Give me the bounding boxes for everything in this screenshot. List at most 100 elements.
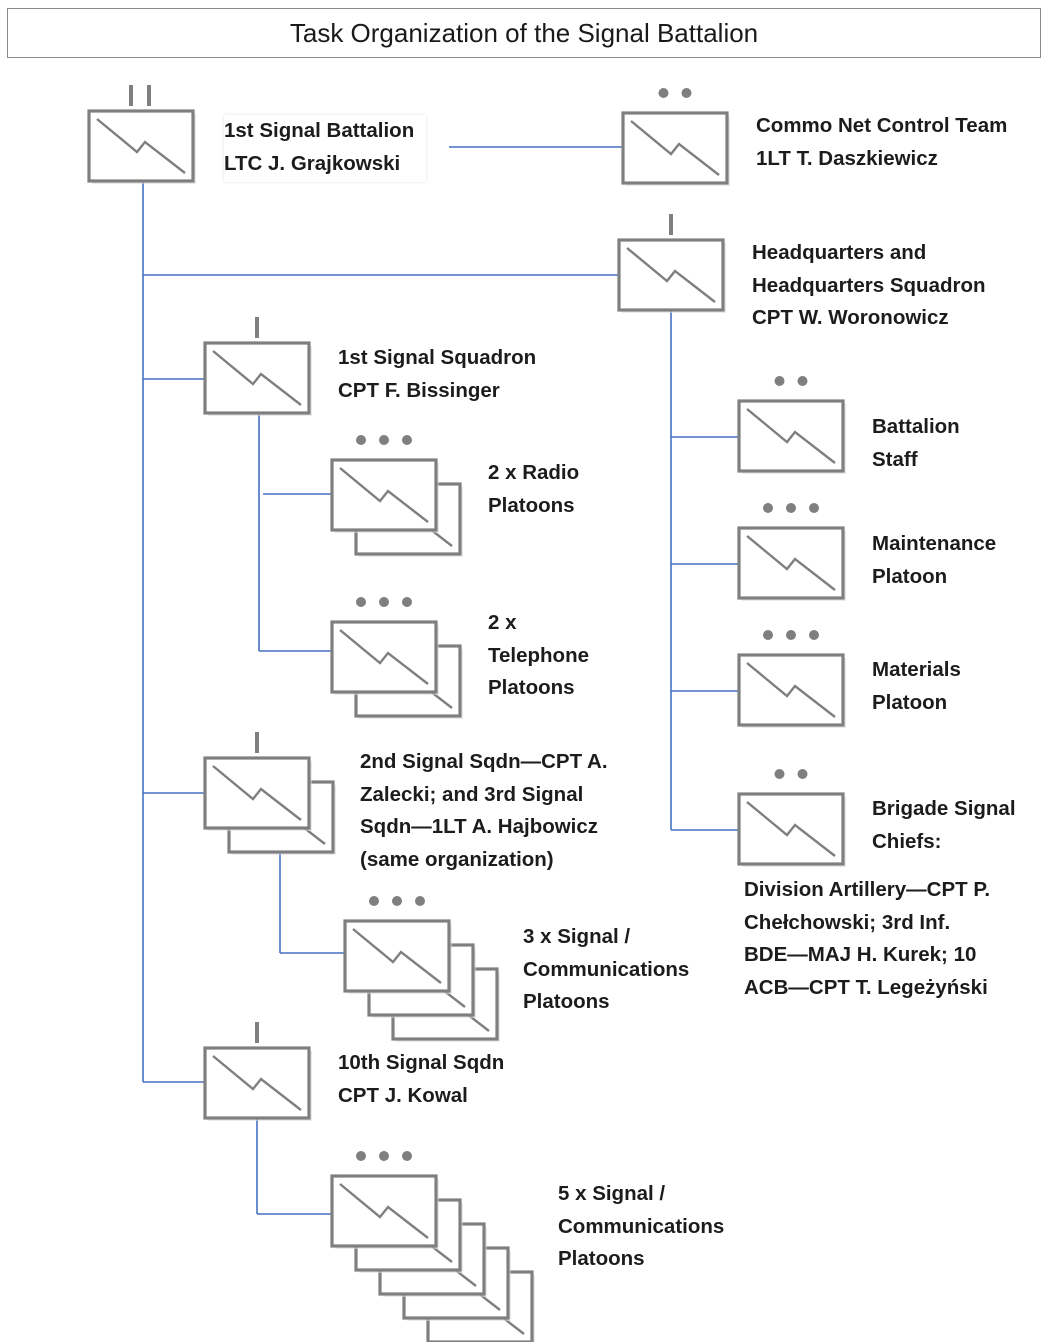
- unit-symbol-sq23: [203, 732, 336, 855]
- unit-label-line: Platoon: [872, 690, 948, 714]
- echelon-dot: [774, 376, 785, 386]
- unit-label-line: CPT J. Kowal: [338, 1083, 468, 1107]
- echelon-dot: [809, 630, 819, 640]
- echelon-dot: [356, 1151, 366, 1161]
- signal-zigzag: [746, 535, 836, 591]
- unit-label-line: Telephone: [488, 643, 589, 667]
- unit-symbol-cnct: [621, 88, 730, 186]
- signal-zigzag: [339, 1183, 429, 1239]
- unit-label-line: Sqdn—1LT A. Hajbowicz: [360, 815, 599, 838]
- diagram-title-box: Task Organization of the Signal Battalio…: [7, 8, 1041, 58]
- signal-zigzag: [746, 801, 836, 857]
- signal-zigzag: [746, 662, 836, 718]
- echelon-dot: [379, 597, 389, 607]
- echelon-dot: [415, 896, 425, 906]
- unit-label-line: 1st Signal Squadron: [338, 346, 537, 369]
- echelon-bar: [129, 85, 133, 106]
- unit-label-line: Chiefs:: [872, 829, 942, 853]
- unit-label-line: 5 x Signal /: [558, 1182, 666, 1205]
- echelon-dot: [797, 769, 808, 779]
- echelon-bar: [255, 317, 259, 338]
- unit-label-line: Brigade Signal: [872, 797, 1016, 820]
- echelon-dot: [356, 597, 366, 607]
- unit-label-line: Staff: [872, 447, 918, 471]
- diagram-title: Task Organization of the Signal Battalio…: [289, 17, 759, 48]
- unit-label-line: 1st Signal Battalion: [224, 119, 415, 142]
- unit-label-line: Headquarters Squadron: [752, 273, 986, 297]
- unit-label-line: CPT F. Bissinger: [338, 378, 500, 402]
- signal-zigzag: [212, 765, 302, 821]
- unit-symbol-bsc: [737, 769, 846, 867]
- brigade-signal-chiefs-line: Chełchowski; 3rd Inf.: [744, 910, 951, 934]
- unit-label-line: LTC J. Grajkowski: [224, 151, 401, 175]
- echelon-dot: [402, 597, 412, 607]
- unit-symbol-tel: [330, 597, 463, 719]
- unit-label-line: 2 x Radio: [488, 461, 580, 484]
- signal-zigzag: [339, 629, 429, 685]
- unit-label-line: Platoons: [488, 493, 575, 517]
- echelon-bar: [669, 214, 673, 235]
- unit-label-line: 3 x Signal /: [523, 925, 631, 948]
- brigade-signal-chiefs-line: BDE—MAJ H. Kurek; 10: [744, 943, 977, 966]
- unit-label-line: Materials: [872, 658, 961, 681]
- unit-label-line: CPT W. Woronowicz: [752, 306, 949, 329]
- unit-symbol-bn: [87, 85, 196, 184]
- echelon-dot: [809, 503, 819, 513]
- echelon-dot: [379, 1151, 389, 1161]
- echelon-dot: [392, 896, 402, 906]
- unit-label-line: (same organization): [360, 847, 554, 871]
- echelon-bar: [255, 1022, 259, 1043]
- echelon-dot: [786, 503, 796, 513]
- unit-symbol-sq1: [203, 317, 312, 416]
- unit-label-line: Zalecki; and 3rd Signal: [360, 782, 584, 806]
- echelon-dot: [786, 630, 796, 640]
- unit-label-line: Communications: [558, 1214, 725, 1238]
- signal-zigzag: [212, 350, 302, 406]
- echelon-dot: [379, 435, 389, 445]
- brigade-signal-chiefs-line: Division Artillery—CPT P.: [744, 878, 991, 901]
- unit-symbol-plt5: [330, 1151, 535, 1342]
- signal-zigzag: [352, 928, 442, 984]
- unit-symbol-maint: [737, 503, 846, 601]
- echelon-dot: [658, 88, 669, 98]
- echelon-dot: [681, 88, 692, 98]
- brigade-signal-chiefs-list: Division Artillery—CPT P. Chełchowski; 3r…: [744, 874, 990, 1004]
- unit-label-line: Communications: [523, 957, 690, 981]
- echelon-bar: [255, 732, 259, 753]
- echelon-dot: [774, 769, 785, 779]
- connector-lines: [142, 146, 739, 1215]
- unit-symbol-sq10: [203, 1022, 312, 1121]
- unit-label-line: Platoons: [523, 990, 610, 1013]
- echelon-dot: [369, 896, 379, 906]
- symbol-frame: [737, 792, 845, 866]
- echelon-dot: [402, 1151, 412, 1161]
- echelon-dot: [797, 376, 808, 386]
- echelon-dot: [356, 435, 366, 445]
- signal-zigzag: [746, 408, 836, 464]
- brigade-signal-chiefs-line: ACB—CPT T. Legeżyński: [744, 975, 988, 999]
- unit-label-line: Platoon: [872, 564, 948, 588]
- unit-symbol-hhs: [617, 214, 726, 313]
- unit-symbol-plt3: [343, 896, 500, 1042]
- unit-label-line: 2 x: [488, 611, 517, 634]
- unit-label-line: Battalion: [872, 415, 960, 438]
- unit-label-line: 10th Signal Sqdn: [338, 1051, 505, 1074]
- signal-zigzag: [339, 467, 429, 523]
- unit-symbol-staff: [737, 376, 846, 474]
- unit-label-line: 1LT T. Daszkiewicz: [756, 146, 938, 170]
- unit-symbol-radio: [330, 435, 463, 557]
